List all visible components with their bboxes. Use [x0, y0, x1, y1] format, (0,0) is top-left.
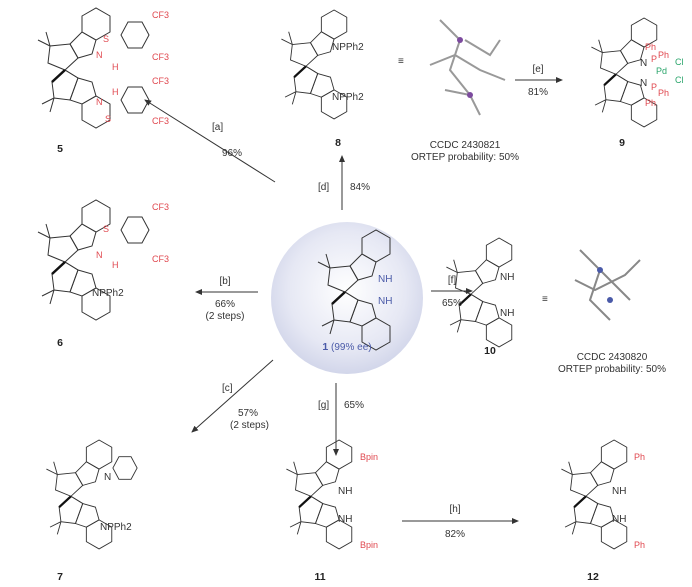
- compound-7-npph2: NPPh2: [100, 522, 132, 533]
- compound-9-ph-2: Ph: [658, 50, 669, 60]
- compound-5-cf3-1: CF3: [152, 10, 169, 20]
- arrow-c: [191, 359, 274, 433]
- reaction-h-yield: 82%: [445, 529, 465, 540]
- compound-9-ph-1: Ph: [645, 42, 656, 52]
- compound-6-cf3-1: CF3: [152, 202, 169, 212]
- compound-9-n-top: N: [640, 58, 647, 69]
- compound-5-label: 5: [57, 143, 63, 155]
- compound-9-pd: Pd: [656, 66, 667, 76]
- compound-5-n-top: N: [96, 50, 103, 60]
- reaction-a-conditions: [a]: [212, 122, 223, 133]
- reaction-c-conditions: [c]: [222, 383, 233, 394]
- compound-10-nh-bottom: NH: [500, 308, 514, 319]
- compound-11-bpin-top: Bpin: [360, 452, 378, 462]
- compound-6-npph2: NPPh2: [92, 288, 124, 299]
- compound-5-structure: [36, 6, 112, 130]
- reaction-d-yield: 84%: [350, 182, 370, 193]
- compound-5-cf3-4: CF3: [152, 116, 169, 126]
- compound-11-nh-bottom: NH: [338, 514, 352, 525]
- ortep-structure-2: [574, 249, 641, 321]
- compound-6-s: S: [103, 224, 109, 234]
- compound-9-ph-4: Ph: [645, 98, 656, 108]
- equivalent-symbol-1: ≡: [398, 56, 404, 67]
- compound-8-npph2-top: NPPh2: [332, 42, 364, 53]
- compound-5-h-bottom: H: [112, 87, 119, 97]
- compound-9-p-top: P: [651, 54, 657, 64]
- reaction-b-note: (2 steps): [206, 311, 245, 322]
- compound-1-nh-bottom: NH: [378, 296, 392, 307]
- arrow-a: [144, 99, 276, 183]
- compound-7-label: 7: [57, 571, 63, 583]
- reaction-b-conditions: [b]: [219, 276, 230, 287]
- compound-5-h-top: H: [112, 62, 119, 72]
- reaction-d-conditions: [d]: [318, 182, 329, 193]
- compound-5-aryl-bottom: [120, 86, 150, 114]
- compound-1-nh-top: NH: [378, 274, 392, 285]
- compound-10-structure: [445, 236, 513, 349]
- compound-5-n-bottom: N: [96, 97, 103, 107]
- compound-10-nh-top: NH: [500, 272, 514, 283]
- reaction-a-yield: 96%: [222, 148, 242, 159]
- reaction-e-conditions: [e]: [532, 64, 543, 75]
- compound-6-cf3-2: CF3: [152, 254, 169, 264]
- compound-8-npph2-bottom: NPPh2: [332, 92, 364, 103]
- compound-9-p-bottom: P: [651, 82, 657, 92]
- compound-9-cl-2: Cl: [675, 75, 684, 85]
- reaction-h-conditions: [h]: [449, 504, 460, 515]
- compound-5-s-bottom: S: [105, 114, 111, 124]
- compound-1-label: 1 (99% ee): [322, 341, 371, 353]
- compound-7-n: N: [104, 472, 111, 483]
- compound-6-label: 6: [57, 337, 63, 349]
- compound-12-nh-top: NH: [612, 486, 626, 497]
- ccdc-number-1: CCDC 2430821: [430, 140, 501, 151]
- ortep-structure-1: [429, 19, 506, 116]
- compound-10-label: 10: [484, 345, 496, 357]
- compound-9-structure: [590, 16, 658, 129]
- compound-7-pyridine: [112, 456, 138, 480]
- reaction-g-conditions: [g]: [318, 400, 329, 411]
- equivalent-symbol-2: ≡: [542, 294, 548, 305]
- reaction-c-note: (2 steps): [230, 420, 269, 431]
- compound-9-n-bottom: N: [640, 78, 647, 89]
- compound-5-cf3-3: CF3: [152, 76, 169, 86]
- highlight-circle: [271, 222, 423, 374]
- compound-9-ph-3: Ph: [658, 88, 669, 98]
- reaction-e-yield: 81%: [528, 87, 548, 98]
- reaction-f-conditions: [f]: [448, 275, 457, 286]
- compound-12-ph-top: Ph: [634, 452, 645, 462]
- compound-9-cl-1: Cl: [675, 57, 684, 67]
- compound-12-ph-bottom: Ph: [634, 540, 645, 550]
- reaction-g-yield: 65%: [344, 400, 364, 411]
- ortep-probability-2: ORTEP probability: 50%: [558, 364, 666, 375]
- compound-5-cf3-2: CF3: [152, 52, 169, 62]
- compound-6-aryl: [120, 216, 150, 244]
- compound-5-s-top: S: [103, 34, 109, 44]
- compound-12-nh-bottom: NH: [612, 514, 626, 525]
- reaction-b-yield: 66%: [215, 299, 235, 310]
- compound-11-bpin-bottom: Bpin: [360, 540, 378, 550]
- compound-8-label: 8: [335, 137, 341, 149]
- compound-12-label: 12: [587, 571, 599, 583]
- ortep-probability-1: ORTEP probability: 50%: [411, 152, 519, 163]
- reaction-c-yield: 57%: [238, 408, 258, 419]
- compound-6-h: H: [112, 260, 119, 270]
- ccdc-number-2: CCDC 2430820: [577, 352, 648, 363]
- compound-9-label: 9: [619, 137, 625, 149]
- compound-11-label: 11: [314, 571, 325, 583]
- reaction-f-yield: 65%: [442, 298, 462, 309]
- compound-6-n: N: [96, 250, 103, 260]
- compound-5-aryl-top: [120, 21, 150, 49]
- compound-6-structure: [36, 198, 112, 322]
- compound-11-nh-top: NH: [338, 486, 352, 497]
